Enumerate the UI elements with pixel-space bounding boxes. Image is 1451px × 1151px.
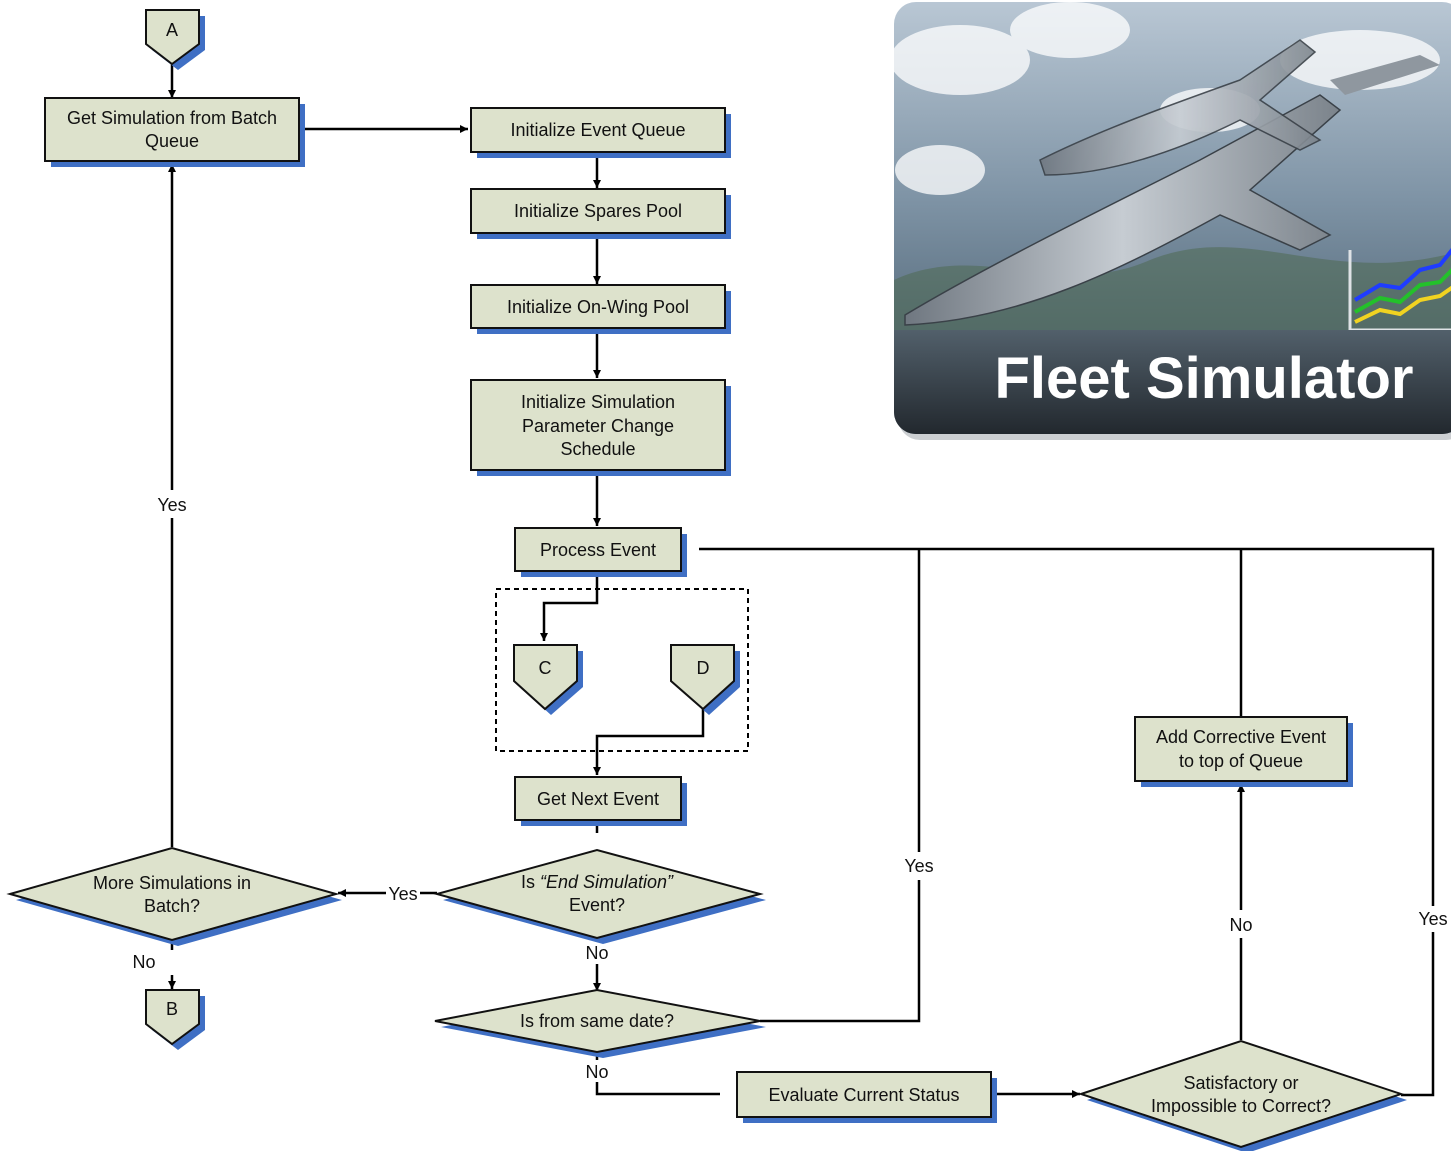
end-simulation-decision[interactable]: Is “End Simulation” Event? [433,848,766,944]
edge-d-to-get-next [593,705,705,775]
terrain-graphic [894,247,1451,330]
connector-group-frame [495,588,749,752]
add-corrective-line-2: to top of Queue [1179,751,1303,771]
init-param-schedule-line-1: Initialize Simulation [521,392,675,412]
fighter-jet-graphic [904,39,1440,326]
connector-b[interactable]: B [145,989,205,1050]
get-simulation-line-2: Queue [145,131,199,151]
connector-c-label: C [539,658,552,678]
fleet-simulator-banner: Fleet Simulator [894,2,1451,440]
process-event-label: Process Event [540,540,656,560]
yes-to-batch-label: Yes [157,495,186,515]
satisfactory-line-2: Impossible to Correct? [1151,1096,1331,1116]
init-event-queue-label: Initialize Event Queue [510,120,685,140]
end-simulation-line-2: Event? [569,895,625,915]
satisfactory-decision[interactable]: Satisfactory or Impossible to Correct? [1077,1039,1407,1151]
init-on-wing-pool-box[interactable]: Initialize On-Wing Pool [470,284,731,334]
add-corrective-box[interactable]: Add Corrective Event to top of Queue [1134,716,1353,787]
connector-b-label: B [166,999,178,1019]
same-date-label: Is from same date? [520,1011,674,1031]
banner-title: Fleet Simulator [995,346,1414,411]
edge-same-date-no-path [595,1082,720,1096]
evaluate-status-label: Evaluate Current Status [768,1085,959,1105]
yes-satisfactory-label: Yes [1418,909,1447,929]
edge-process-to-c [540,571,599,641]
connector-d[interactable]: D [670,644,740,715]
same-date-decision[interactable]: Is from same date? [434,988,766,1058]
get-simulation-line-1: Get Simulation from Batch [67,108,277,128]
get-next-event-label: Get Next Event [537,789,659,809]
init-param-schedule-box[interactable]: Initialize Simulation Parameter Change S… [470,379,731,476]
edge-loop-top [699,547,1435,906]
init-spares-pool-box[interactable]: Initialize Spares Pool [470,188,731,239]
no-end-sim-label: No [585,943,608,963]
edge-labels: Yes Yes No No Yes No No Yes [132,495,1447,1082]
more-simulations-decision[interactable]: More Simulations in Batch? [6,846,342,946]
get-next-event-box[interactable]: Get Next Event [514,776,687,826]
connector-a-label: A [166,20,178,40]
init-spares-pool-label: Initialize Spares Pool [514,201,682,221]
yes-end-sim-label: Yes [388,884,417,904]
init-param-schedule-line-2: Parameter Change [522,416,674,436]
evaluate-status-box[interactable]: Evaluate Current Status [736,1071,997,1123]
satisfactory-line-1: Satisfactory or [1183,1073,1298,1093]
no-satisfactory-label: No [1229,915,1252,935]
process-event-box[interactable]: Process Event [514,527,687,577]
end-simulation-emphasis: “End Simulation” [540,872,674,892]
edge-same-date-yes [760,880,921,1023]
end-simulation-prefix: Is [521,872,540,892]
no-more-sims-label: No [132,952,155,972]
end-simulation-line-1: Is “End Simulation” [521,872,674,892]
connector-d-label: D [697,658,710,678]
init-param-schedule-line-3: Schedule [560,439,635,459]
add-corrective-line-1: Add Corrective Event [1156,727,1326,747]
yes-same-date-label: Yes [904,856,933,876]
init-event-queue-box[interactable]: Initialize Event Queue [470,107,731,158]
init-on-wing-pool-label: Initialize On-Wing Pool [507,297,689,317]
get-simulation-box[interactable]: Get Simulation from Batch Queue [44,97,305,167]
connector-a[interactable]: A [145,9,205,70]
no-same-date-label: No [585,1062,608,1082]
edges [168,52,1435,1098]
more-simulations-line-1: More Simulations in [93,873,251,893]
more-simulations-line-2: Batch? [144,896,200,916]
connector-c[interactable]: C [513,644,583,715]
edge-satisfactory-yes [1401,932,1435,1097]
